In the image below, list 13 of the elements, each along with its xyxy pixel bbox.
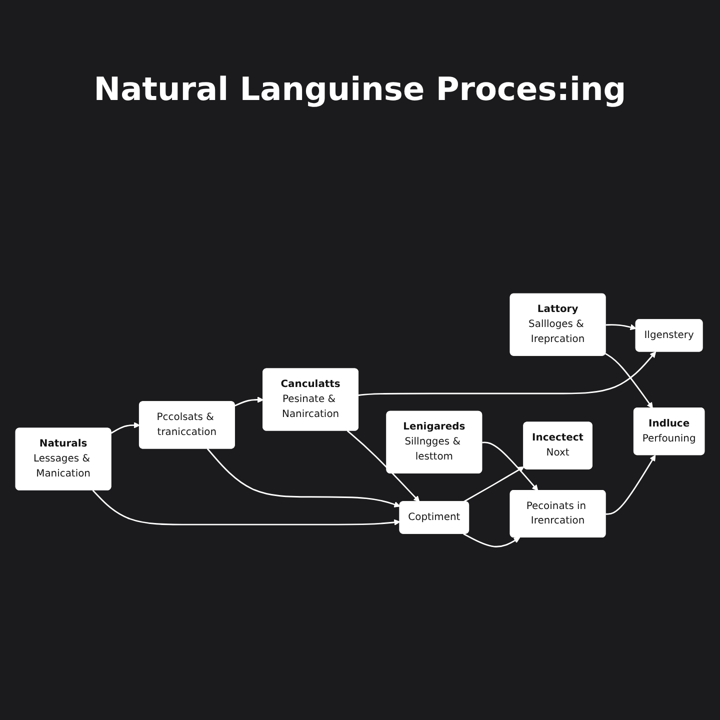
arrow	[606, 454, 656, 515]
arrow	[605, 352, 653, 408]
arrow	[463, 466, 524, 502]
arrow	[463, 533, 520, 548]
arrow	[346, 430, 420, 502]
arrow	[482, 442, 538, 491]
arrow	[234, 396, 264, 406]
title: Natural Languinse Proces:ing	[94, 70, 626, 108]
arrow	[92, 490, 400, 526]
arrow	[358, 351, 656, 396]
arrow	[606, 324, 636, 330]
arrow	[206, 448, 400, 508]
arrow	[110, 422, 140, 434]
